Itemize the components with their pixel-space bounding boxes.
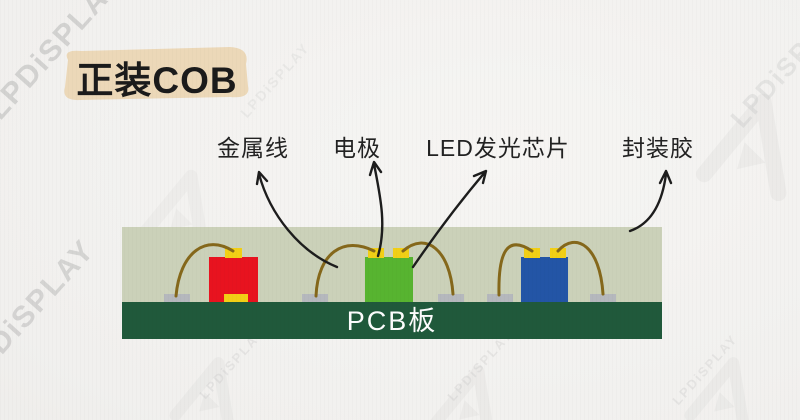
bond-wire [401, 241, 455, 296]
label-metal-wire: 金属线 [217, 135, 289, 161]
solder-pad [164, 294, 190, 302]
arrow-metal-wire [255, 170, 339, 269]
arrow-electrode [368, 160, 384, 258]
label-encapsulant: 封装胶 [622, 135, 694, 161]
pcb-board [122, 302, 662, 339]
arrow-led-chip [411, 169, 488, 269]
bond-wire [497, 243, 534, 297]
led-chip-green [365, 257, 413, 302]
bond-wire [314, 244, 376, 298]
solder-pad [487, 294, 513, 302]
bond-wire [556, 240, 605, 296]
electrode-tab [225, 248, 242, 258]
pcb-board-label: PCB板 [347, 306, 438, 336]
solder-pad [438, 294, 464, 302]
electrode-tab [550, 248, 566, 258]
label-electrode: 电极 [333, 135, 381, 161]
led-chip-blue [521, 257, 568, 302]
electrode-tab [393, 248, 409, 258]
bottom-electrode-pad [224, 294, 248, 302]
title-highlight [64, 47, 249, 101]
page-title-text: 正装COB [76, 60, 238, 101]
electrode-tab [524, 248, 540, 258]
solder-pad [590, 294, 616, 302]
page-title: 正装COB [58, 44, 256, 104]
label-led-chip: LED发光芯片 [426, 135, 570, 161]
solder-pad [302, 294, 328, 302]
electrode-tab [368, 248, 384, 258]
bond-wire [174, 243, 235, 298]
arrow-encapsulant [628, 169, 673, 233]
